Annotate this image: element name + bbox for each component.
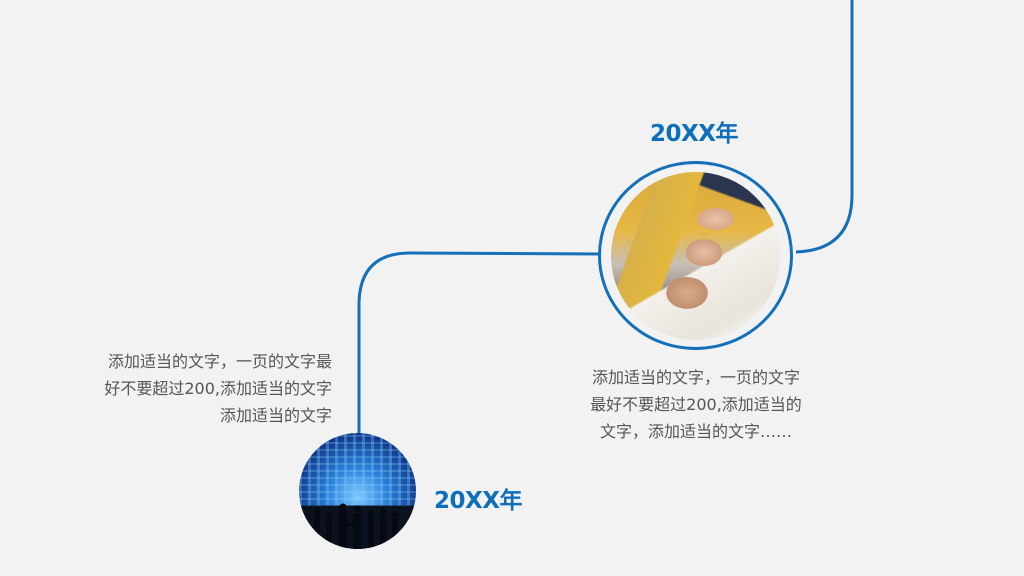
business-people-silhouettes [314,503,398,549]
milestone-2-description: 添加适当的文字，一页的文字最 好不要超过200,添加适当的文字 添加适当的文字 [40,348,332,429]
description-line: 最好不要超过200,添加适当的 [590,395,802,414]
milestone-1-year: 20XX年 [650,121,738,147]
description-line: 添加适当的文字，一页的文字 [591,368,800,387]
business-meeting-photo [611,172,780,340]
description-line: 文字，添加适当的文字…… [599,422,792,441]
description-line: 添加适当的文字 [219,406,332,425]
milestone-1-description: 添加适当的文字，一页的文字 最好不要超过200,添加适当的 文字，添加适当的文字… [556,364,836,445]
stock-market-handshake-photo [299,433,416,549]
description-line: 好不要超过200,添加适当的文字 [104,379,332,398]
connector-upper-line [795,0,854,254]
milestone-2-year: 20XX年 [434,488,522,514]
connector-middle-line [357,251,601,440]
description-line: 添加适当的文字，一页的文字最 [107,352,332,371]
